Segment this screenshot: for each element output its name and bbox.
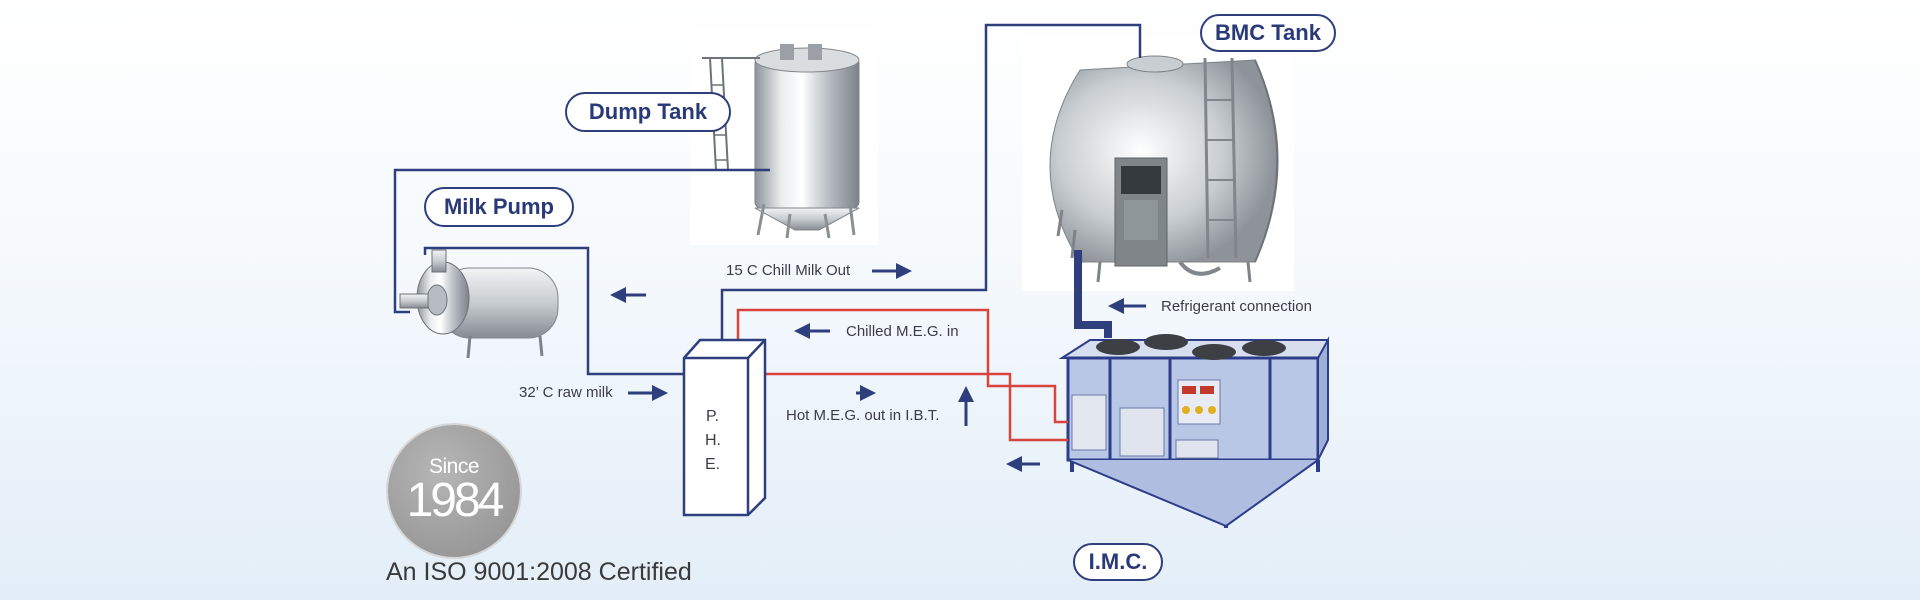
arrow-raw-milk (628, 385, 668, 401)
arrow-chiller-return (1006, 456, 1040, 472)
dump-tank-image (690, 30, 878, 245)
arrow-refrigerant (1108, 298, 1146, 314)
iso-certification-text: An ISO 9001:2008 Certified (386, 558, 692, 586)
arrow-to-pump (610, 287, 646, 303)
arrow-hot-meg-right (856, 385, 876, 401)
phe-letter-p: P. (706, 408, 720, 425)
refrigerant-connection-label: Refrigerant connection (1161, 298, 1312, 315)
refrigerant-pipe (1074, 250, 1112, 338)
flow-arrows (610, 263, 1146, 472)
hot-meg-out-label: Hot M.E.G. out in I.B.T. (786, 407, 940, 424)
meg-lines (718, 308, 1068, 442)
phe-unit (682, 338, 767, 517)
phe-letter-e: E. (705, 456, 721, 473)
milk-pump-label: Milk Pump (424, 187, 574, 227)
since-year: 1984 (406, 474, 505, 527)
since-1984-badge: Since 1984 (388, 425, 520, 557)
milk-pump-image (399, 249, 559, 359)
raw-milk-label: 32’ C raw milk (519, 384, 613, 401)
bmc-tank-label: BMC Tank (1200, 14, 1336, 52)
imc-chiller-image (1058, 334, 1329, 528)
chilled-meg-in-label: Chilled M.E.G. in (846, 323, 959, 340)
arrow-chilled-meg-in (794, 323, 830, 339)
arrow-hot-meg-up (958, 386, 974, 426)
milk-lines (393, 23, 1142, 376)
bmc-tank-image (1022, 38, 1294, 291)
dump-tank-label: Dump Tank (565, 92, 731, 132)
since-word: Since (428, 455, 480, 478)
arrow-chill-milk-out (872, 263, 912, 279)
imc-label: I.M.C. (1073, 543, 1163, 581)
phe-letter-h: H. (705, 432, 721, 449)
chill-milk-out-label: 15 C Chill Milk Out (726, 262, 851, 279)
